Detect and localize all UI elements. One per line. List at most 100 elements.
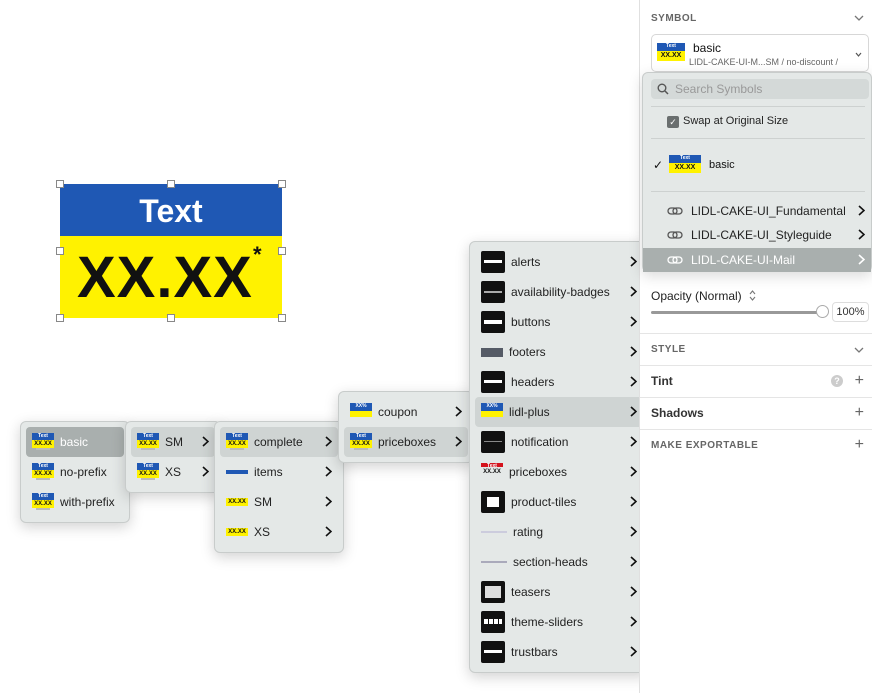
resize-handle-nw[interactable] <box>56 180 64 188</box>
chevron-down-icon <box>855 52 862 57</box>
menu-item-label: items <box>254 465 283 479</box>
menu-item-label: with-prefix <box>60 495 115 509</box>
menu-item-rating[interactable]: rating <box>475 517 643 547</box>
current-symbol-name[interactable]: basic <box>709 159 735 171</box>
resize-handle-n[interactable] <box>167 180 175 188</box>
menu-item-label: complete <box>254 435 303 449</box>
menu-item-label: rating <box>513 525 544 539</box>
chevron-right-icon <box>630 286 637 297</box>
resize-handle-w[interactable] <box>56 247 64 255</box>
chevron-right-icon <box>630 376 637 387</box>
add-tint-button[interactable]: + <box>854 372 864 389</box>
yellow-price-thumbnail: XX.XX <box>226 528 248 536</box>
resize-handle-s[interactable] <box>167 314 175 322</box>
menu-item-label: XS <box>254 525 271 539</box>
menu-item-buttons[interactable]: buttons <box>475 307 643 337</box>
resize-handle-ne[interactable] <box>278 180 286 188</box>
swap-original-size-checkbox[interactable]: ✓ <box>667 116 679 128</box>
menu-item-product-tiles[interactable]: product-tiles <box>475 487 643 517</box>
menu-item-label: section-heads <box>513 555 588 569</box>
menu-item-label: XS <box>165 465 182 479</box>
resize-handle-sw[interactable] <box>56 314 64 322</box>
chevron-right-icon <box>630 556 637 567</box>
opacity-slider-track[interactable] <box>651 311 821 314</box>
menu-item-coupon[interactable]: XX% coupon <box>344 397 468 427</box>
add-shadow-button[interactable]: + <box>854 404 864 421</box>
search-symbols-field[interactable]: Search Symbols <box>651 79 869 99</box>
symbol-section-title: SYMBOL <box>651 13 697 24</box>
canvas-symbol-basic[interactable]: Text XX.XX * <box>56 180 286 322</box>
library-mail[interactable]: LIDL-CAKE-UI-Mail <box>643 248 871 272</box>
menu-item-label: product-tiles <box>511 495 577 509</box>
menu-item-sm[interactable]: XX.XX SM <box>220 487 338 517</box>
teasers-thumbnail <box>481 581 505 603</box>
badges-thumbnail <box>481 281 505 303</box>
divider <box>651 106 865 107</box>
menu-item-label: SM <box>165 435 183 449</box>
divider <box>651 191 865 192</box>
tint-label: Tint <box>651 374 673 388</box>
resize-handle-se[interactable] <box>278 314 286 322</box>
chevron-right-icon <box>325 526 332 537</box>
menu-item-lidl-plus[interactable]: XX% lidl-plus <box>475 397 643 427</box>
add-export-button[interactable]: + <box>854 436 864 453</box>
chevron-right-icon <box>630 256 637 267</box>
menu-item-teasers[interactable]: teasers <box>475 577 643 607</box>
chevron-right-icon <box>202 466 209 477</box>
help-icon[interactable]: ? <box>831 375 843 387</box>
menu-item-label: theme-sliders <box>511 615 584 629</box>
menu-item-label: basic <box>60 435 89 449</box>
product-tiles-thumbnail <box>481 491 505 513</box>
coupon-thumbnail: XX% <box>350 403 372 421</box>
chevron-down-icon[interactable] <box>854 347 864 353</box>
menu-item-label: alerts <box>511 255 541 269</box>
swap-symbol-popover: Search Symbols ✓ Swap at Original Size ✓… <box>642 72 872 272</box>
chevron-right-icon <box>630 466 637 477</box>
menu-item-label: headers <box>511 375 555 389</box>
library-label: LIDL-CAKE-UI_Styleguide <box>691 228 832 242</box>
link-icon <box>667 207 683 215</box>
menu-item-availability-badges[interactable]: availability-badges <box>475 277 643 307</box>
menu-item-theme-sliders[interactable]: theme-sliders <box>475 607 643 637</box>
menu-item-alerts[interactable]: alerts <box>475 247 643 277</box>
chevron-right-icon <box>630 346 637 357</box>
library-styleguide[interactable]: LIDL-CAKE-UI_Styleguide <box>651 223 872 247</box>
menu-item-footers[interactable]: footers <box>475 337 643 367</box>
menu-item-section-heads[interactable]: section-heads <box>475 547 643 577</box>
menu-item-label: lidl-plus <box>509 405 550 419</box>
opacity-value-field[interactable]: 100% <box>832 302 869 322</box>
menu-item-items[interactable]: items <box>220 457 338 487</box>
menu-item-label: trustbars <box>511 645 558 659</box>
menu-item-notification[interactable]: notification <box>475 427 643 457</box>
opacity-label: Opacity (Normal) <box>651 289 742 303</box>
resize-handle-e[interactable] <box>278 247 286 255</box>
footers-thumbnail <box>481 347 503 357</box>
chevron-right-icon <box>455 436 462 447</box>
alerts-thumbnail <box>481 251 505 273</box>
menu-item-label: notification <box>511 435 569 449</box>
headers-thumbnail <box>481 371 505 393</box>
library-fundamental[interactable]: LIDL-CAKE-UI_Fundamental <box>651 199 872 223</box>
menu-item-trustbars[interactable]: trustbars <box>475 637 643 667</box>
buttons-thumbnail <box>481 311 505 333</box>
blend-mode-stepper-icon[interactable] <box>749 290 756 301</box>
chevron-right-icon <box>630 406 637 417</box>
menu-item-xs[interactable]: XX.XX XS <box>220 517 338 547</box>
menu-item-headers[interactable]: headers <box>475 367 643 397</box>
chevron-down-icon[interactable] <box>854 15 864 21</box>
opacity-slider-thumb[interactable] <box>816 305 829 318</box>
